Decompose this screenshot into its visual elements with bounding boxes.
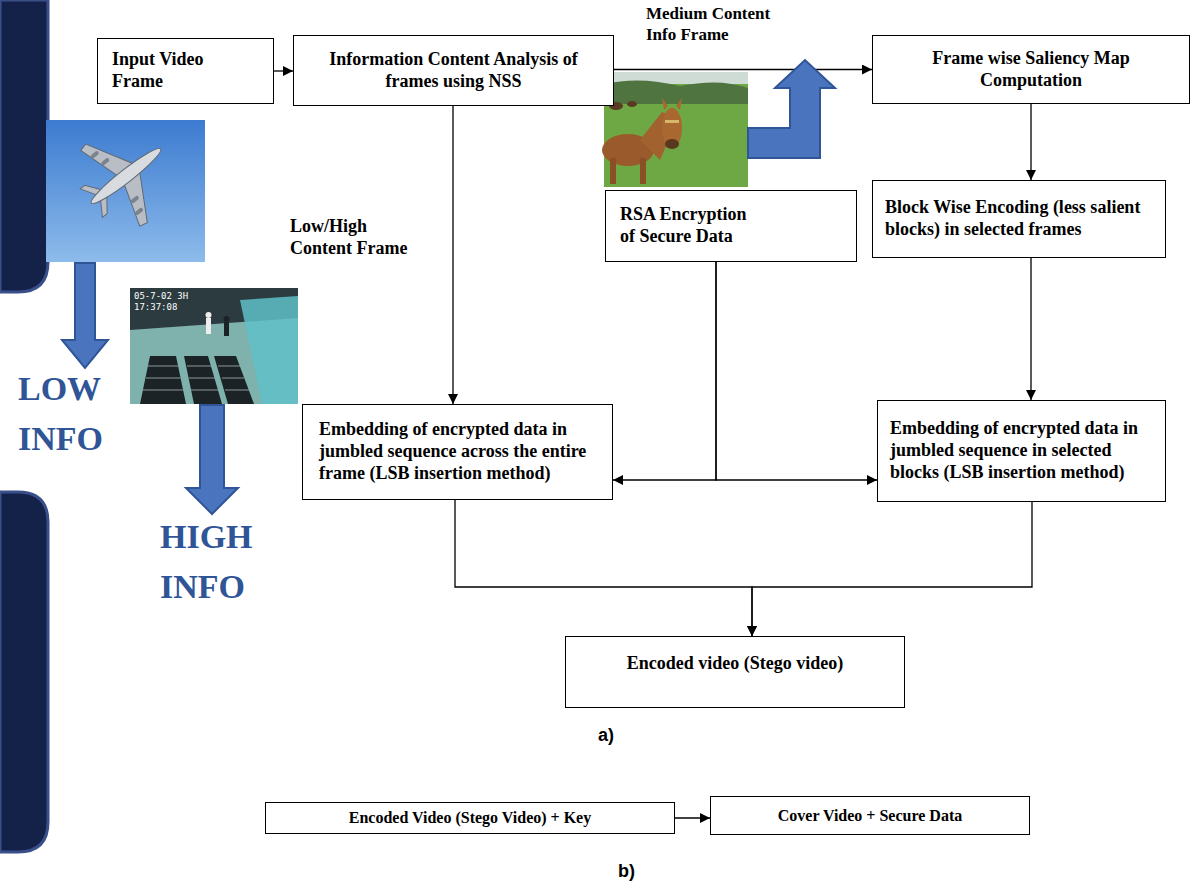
box-text: Embedding of encrypted data in jumbled s… <box>319 419 602 485</box>
process-box: Frame wise Saliency Map Computation <box>872 35 1190 104</box>
side-panel <box>0 0 48 292</box>
horse-leg <box>610 158 616 184</box>
sky <box>46 120 205 262</box>
person <box>206 318 211 334</box>
box-text: Frame wise Saliency Map Computation <box>883 48 1179 92</box>
escalator-photo <box>130 288 298 404</box>
process-box: Embedding of encrypted data in jumbled s… <box>302 404 613 500</box>
step <box>189 378 215 379</box>
timestamp-text: 17:37:08 <box>134 302 214 313</box>
box-text: Encoded Video (Stego Video) + Key <box>274 808 666 828</box>
hills <box>604 80 748 104</box>
step <box>191 390 218 391</box>
info-level-label: HIGH INFO <box>160 512 278 612</box>
step <box>146 378 182 379</box>
step <box>143 390 184 391</box>
process-box: Input Video Frame <box>97 38 274 104</box>
bent-block-arrow <box>748 60 835 158</box>
box-text: Information Content Analysis of frames u… <box>304 49 603 93</box>
distant-horse <box>627 101 637 107</box>
info-level-label: LOW INFO <box>18 364 118 464</box>
step <box>225 390 249 391</box>
step <box>218 366 240 367</box>
arrow-connector <box>274 70 293 71</box>
step <box>148 366 179 367</box>
box-text: Embedding of encrypted data in jumbled s… <box>890 418 1157 484</box>
process-box: Cover Video + Secure Data <box>710 796 1030 835</box>
escalator-steps <box>143 366 249 390</box>
grass <box>604 72 748 187</box>
part-label: a) <box>598 724 638 746</box>
person <box>224 316 230 322</box>
process-box: Embedding of encrypted data in jumbled s… <box>877 400 1166 502</box>
person <box>224 322 229 336</box>
airplane-photo <box>46 110 205 262</box>
part-label: b) <box>618 860 658 882</box>
timestamp-text: 05-7-02 3H <box>134 291 214 302</box>
step <box>222 378 244 379</box>
side-panel <box>0 492 48 852</box>
halter <box>665 120 679 123</box>
box-text: Input Video Frame <box>112 49 233 93</box>
engine <box>134 207 144 216</box>
process-box: RSA Encryption of Secure Data <box>605 190 857 262</box>
engine <box>130 195 140 204</box>
escalator <box>140 356 186 404</box>
glass-wall <box>240 296 298 404</box>
box-text: Encoded video (Stego video) <box>576 653 894 675</box>
process-box: Information Content Analysis of frames u… <box>293 35 614 106</box>
arrow-connector <box>613 262 716 480</box>
box-text: Block Wise Encoding (less salient blocks… <box>885 197 1155 241</box>
engine <box>90 150 100 159</box>
process-box: Encoded Video (Stego Video) + Key <box>265 802 675 834</box>
arrow-connector <box>1030 104 1031 180</box>
horse-ear <box>662 98 668 110</box>
photo-ground <box>130 288 298 404</box>
box-text: Cover Video + Secure Data <box>719 806 1021 826</box>
arrow-connector <box>1030 258 1031 400</box>
arrow-connector <box>675 817 710 818</box>
horse-head <box>662 108 682 148</box>
process-box: Encoded video (Stego video) <box>565 636 905 708</box>
block-arrow <box>62 263 108 368</box>
horse-photo <box>602 72 748 187</box>
fuselage <box>87 144 164 208</box>
arrow-connector <box>716 262 877 480</box>
box-text: RSA Encryption of Secure Data <box>620 204 756 248</box>
escalator <box>214 356 254 404</box>
arrow-connector <box>452 106 453 404</box>
person <box>206 312 212 318</box>
horse-leg <box>640 158 646 184</box>
edge-label: Medium Content Info Frame <box>646 4 786 45</box>
step <box>187 366 211 367</box>
arrow-connector <box>752 502 1032 636</box>
horse-ear <box>676 98 682 110</box>
arrow-connector <box>614 69 872 70</box>
edge-label: Low/High Content Frame <box>290 216 425 260</box>
process-box: Block Wise Encoding (less salient blocks… <box>872 180 1166 258</box>
airplane <box>61 110 192 243</box>
arrow-connector <box>455 500 752 636</box>
horse-muzzle <box>665 139 679 149</box>
block-arrow <box>186 405 238 514</box>
engine <box>101 157 111 166</box>
